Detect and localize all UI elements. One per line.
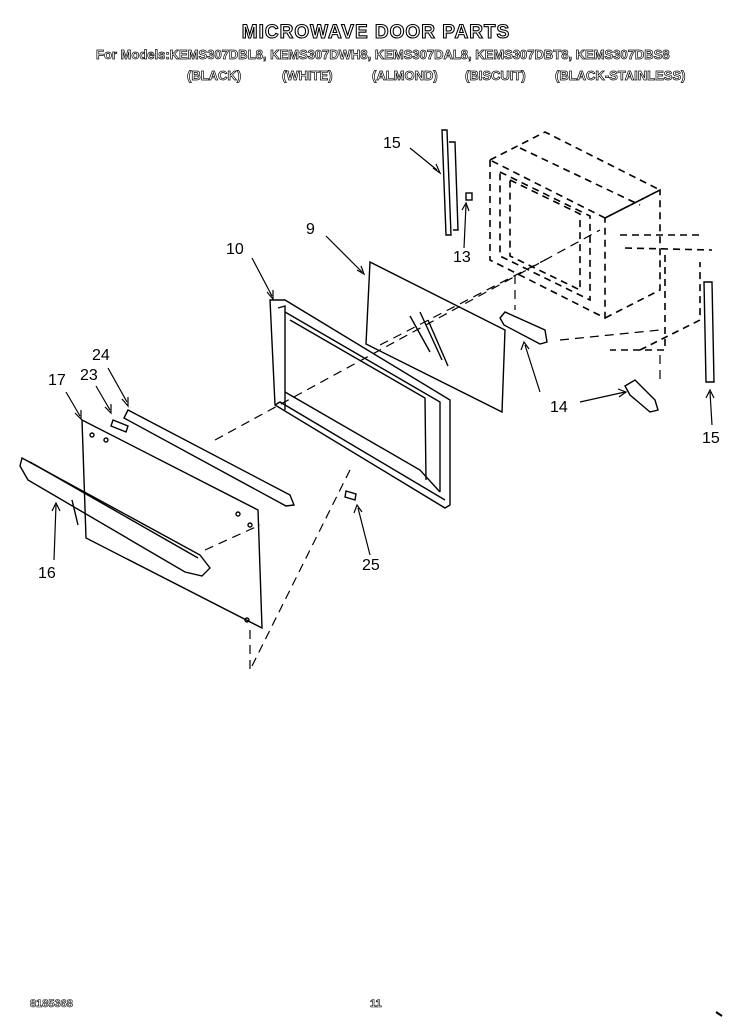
part-14-hinges bbox=[499, 311, 659, 413]
assembly-guide-lines bbox=[204, 229, 661, 671]
color-label-black: (BLACK) bbox=[187, 68, 242, 84]
label-part-13: 13 bbox=[453, 249, 471, 266]
part-16-handle bbox=[19, 456, 211, 577]
part-23-badge bbox=[110, 419, 129, 433]
part-15-left-trim bbox=[441, 129, 459, 236]
part-9-glass bbox=[365, 260, 506, 414]
part-25-clip bbox=[344, 490, 357, 501]
label-part-16: 16 bbox=[38, 565, 56, 582]
part-15-right-trim bbox=[703, 281, 715, 383]
document-number: 8185368 bbox=[30, 998, 73, 1011]
label-part-24: 24 bbox=[92, 347, 110, 364]
page-number: 11 bbox=[370, 998, 382, 1011]
color-label-biscuit: (BISCUIT) bbox=[465, 68, 526, 84]
label-part-17: 17 bbox=[48, 372, 66, 389]
part-10-door-frame bbox=[269, 299, 451, 509]
part-17-outer-panel bbox=[81, 418, 263, 630]
part-13-clip bbox=[465, 192, 473, 201]
label-part-25: 25 bbox=[362, 557, 380, 574]
label-part-9: 9 bbox=[306, 221, 315, 238]
color-label-almond: (ALMOND) bbox=[372, 68, 438, 84]
leader-lines bbox=[51, 147, 715, 561]
cabinet-outline bbox=[488, 131, 713, 351]
label-part-23: 23 bbox=[80, 367, 98, 384]
label-part-15-right: 15 bbox=[702, 430, 720, 447]
color-label-black-stainless: (BLACK-STAINLESS) bbox=[555, 68, 686, 84]
color-label-white: (WHITE) bbox=[282, 68, 333, 84]
page-title: MICROWAVE DOOR PARTS bbox=[241, 21, 511, 43]
corner-mark bbox=[715, 1011, 723, 1017]
label-part-10: 10 bbox=[226, 241, 244, 258]
label-part-15-top: 15 bbox=[383, 135, 401, 152]
models-line: For Models:KEMS307DBL8, KEMS307DWH8, KEM… bbox=[96, 47, 670, 63]
part-24-trim-strip bbox=[123, 409, 295, 507]
label-part-14: 14 bbox=[550, 399, 568, 416]
